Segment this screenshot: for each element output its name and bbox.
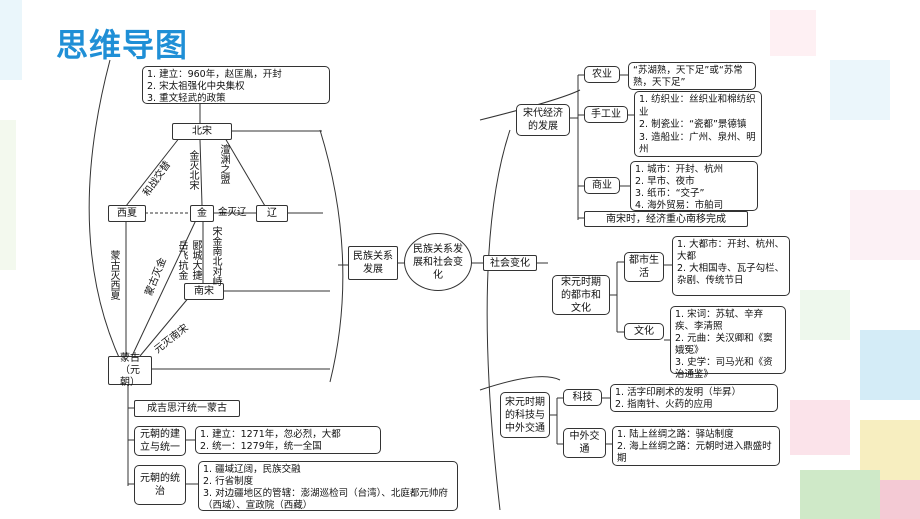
yuan-tongzhi-node: 元朝的统治	[134, 465, 186, 505]
edge-label-duizhi: 宋金南北对峙	[210, 226, 221, 286]
bei-song-node: 北宋	[172, 123, 232, 140]
nanyi-node: 南宋时，经济重心南移完成	[584, 211, 748, 227]
edge-label-jin-mie-liao: 金灭辽	[218, 207, 247, 218]
dushi-detail-box: 1. 大都市：开封、杭州、大都 2. 大相国寺、瓦子勾栏、杂剧、传统节日	[672, 236, 790, 296]
decor-square	[800, 290, 850, 340]
keji-node: 科技	[563, 389, 602, 406]
keji-jiaotong-node: 宋元时期的科技与中外交通	[500, 392, 550, 438]
shougongye-label: 手工业	[591, 109, 621, 120]
dushi-wenhua-node: 宋元时期的都市和文化	[552, 275, 610, 315]
cheng-ji-si-node: 成吉思汗统一蒙古	[134, 400, 240, 417]
liao-label: 辽	[267, 208, 277, 219]
nan-song-node: 南宋	[184, 283, 224, 300]
nongye-label: 农业	[592, 69, 612, 80]
nanyi-label: 南宋时，经济重心南移完成	[606, 213, 726, 225]
bei-song-label: 北宋	[192, 126, 212, 137]
nongye-node: 农业	[584, 66, 620, 83]
zhongwai-label: 中外交通	[569, 431, 600, 455]
decor-square	[860, 330, 920, 400]
yuan-jianli-label: 元朝的建立与统一	[140, 429, 180, 453]
jin-node: 金	[190, 205, 214, 222]
yuan-tongzhi-detail-box: 1. 疆域辽阔，民族交融 2. 行省制度 3. 对边疆地区的管辖：澎湖巡检司（台…	[198, 461, 458, 511]
liao-node: 辽	[256, 205, 288, 222]
songdai-jingji-node: 宋代经济的发展	[516, 104, 570, 136]
shougongye-detail-box: 1. 纺织业：丝织业和棉纺织业 2. 制瓷业：“瓷都”景德镇 3. 造船业：广州…	[634, 91, 762, 157]
meng-gu-label: 蒙古 （元朝）	[120, 352, 140, 388]
shangye-detail-box: 1. 城市：开封、杭州 2. 早市、夜市 3. 纸币：“交子” 4. 海外贸易：…	[630, 161, 758, 211]
jin-label: 金	[197, 208, 207, 219]
shehui-node: 社会变化	[483, 255, 537, 271]
decor-square	[880, 480, 920, 519]
keji-detail: 1. 活字印刷术的发明（毕昇） 2. 指南针、火药的应用	[615, 387, 742, 410]
keji-label: 科技	[572, 392, 593, 403]
edge-label-jin-mie-beisong: 金灭北宋	[187, 150, 198, 190]
edge-label-chanyuan: 澶渊之盟	[218, 144, 229, 184]
wenhua-label: 文化	[634, 326, 654, 337]
zhongwai-detail: 1. 陆上丝绸之路：驿站制度 2. 海上丝绸之路：元朝时进入鼎盛时期	[617, 429, 772, 464]
shehui-label: 社会变化	[490, 257, 530, 269]
wenhua-detail: 1. 宋词：苏轼、辛弃疾、李清照 2. 元曲：关汉卿和《窦娥冤》 3. 史学：司…	[675, 309, 773, 380]
dushi-wenhua-label: 宋元时期的都市和文化	[561, 276, 601, 314]
dushi-detail: 1. 大都市：开封、杭州、大都 2. 大相国寺、瓦子勾栏、杂剧、传统节日	[677, 239, 785, 286]
keji-detail-box: 1. 活字印刷术的发明（毕昇） 2. 指南针、火药的应用	[610, 384, 778, 412]
nongye-detail-box: “苏湖熟，天下足”或“苏常熟，天下足”	[628, 62, 756, 90]
decor-square	[830, 60, 890, 120]
songdai-jingji-label: 宋代经济的发展	[523, 108, 563, 132]
zhongwai-detail-box: 1. 陆上丝绸之路：驿站制度 2. 海上丝绸之路：元朝时进入鼎盛时期	[612, 426, 780, 466]
shangye-node: 商业	[584, 177, 620, 194]
shougongye-node: 手工业	[584, 106, 628, 123]
decor-square	[800, 470, 880, 519]
minzu-node: 民族关系发展	[348, 246, 398, 280]
yuan-tongzhi-detail: 1. 疆域辽阔，民族交融 2. 行省制度 3. 对边疆地区的管辖：澎湖巡检司（台…	[203, 464, 448, 511]
shangye-label: 商业	[592, 180, 612, 191]
xi-xia-node: 西夏	[108, 205, 146, 222]
meng-gu-node: 蒙古 （元朝）	[108, 353, 152, 388]
decor-square	[790, 400, 850, 455]
edge-label-yue-fei: 岳飞抗金	[176, 240, 187, 280]
yuan-jianli-detail: 1. 建立：1271年，忽必烈，大都 2. 统一：1279年，统一全国	[200, 429, 341, 452]
yuan-tongzhi-label: 元朝的统治	[140, 473, 180, 497]
dushi-shenghuo-node: 都市生活	[624, 252, 664, 282]
center-node: 民族关系发展和社会变化	[404, 233, 472, 291]
page-title: 思维导图	[56, 26, 189, 64]
wenhua-node: 文化	[624, 323, 664, 340]
decor-square	[0, 0, 22, 80]
dushi-shenghuo-label: 都市生活	[629, 255, 659, 279]
yuan-jianli-node: 元朝的建立与统一	[134, 426, 186, 456]
decor-square	[0, 120, 16, 270]
shougongye-detail: 1. 纺织业：丝织业和棉纺织业 2. 制瓷业：“瓷都”景德镇 3. 造船业：广州…	[639, 94, 756, 155]
xi-xia-label: 西夏	[117, 208, 137, 219]
song-founding-text: 1. 建立：960年，赵匡胤，开封 2. 宋太祖强化中央集权 3. 重文轻武的政…	[147, 69, 282, 104]
wenhua-detail-box: 1. 宋词：苏轼、辛弃疾、李清照 2. 元曲：关汉卿和《窦娥冤》 3. 史学：司…	[670, 306, 786, 380]
zhongwai-node: 中外交通	[563, 428, 606, 458]
cheng-ji-si-label: 成吉思汗统一蒙古	[147, 403, 227, 414]
keji-jiaotong-label: 宋元时期的科技与中外交通	[505, 396, 545, 434]
minzu-label: 民族关系发展	[353, 251, 393, 275]
decor-square	[850, 190, 920, 260]
shangye-detail: 1. 城市：开封、杭州 2. 早市、夜市 3. 纸币：“交子” 4. 海外贸易：…	[635, 164, 724, 211]
nongye-detail: “苏湖熟，天下足”或“苏常熟，天下足”	[633, 65, 743, 88]
song-founding-box: 1. 建立：960年，赵匡胤，开封 2. 宋太祖强化中央集权 3. 重文轻武的政…	[142, 66, 330, 104]
nan-song-label: 南宋	[194, 286, 214, 297]
center-label: 民族关系发展和社会变化	[413, 243, 463, 281]
yuan-jianli-detail-box: 1. 建立：1271年，忽必烈，大都 2. 统一：1279年，统一全国	[195, 426, 381, 454]
edge-label-yancheng: 郾城大捷	[190, 240, 201, 280]
edge-label-meng-mie-xixia: 蒙古灭西夏	[108, 250, 119, 300]
decor-square	[770, 10, 816, 56]
